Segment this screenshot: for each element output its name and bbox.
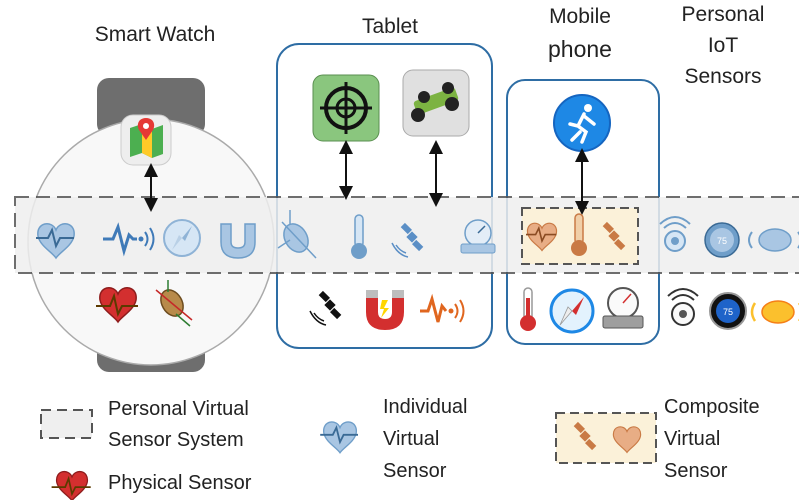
running-app-icon — [553, 94, 611, 152]
physical-tire-sensor-icon — [667, 288, 699, 326]
mobile-label-line2: phone — [548, 36, 612, 62]
thermostat-value-physical: 75 — [723, 307, 733, 317]
virtual-pulse-sensor-icon — [103, 222, 155, 257]
virtual-magnet-sensor-icon — [220, 223, 256, 259]
iot-label-line1: Personal — [681, 3, 765, 26]
smart-watch-label: Smart Watch — [94, 23, 216, 46]
maps-app-icon — [120, 114, 172, 166]
virtual-heart-sensor-icon — [36, 223, 75, 259]
virtual-thermometer-sensor-icon — [351, 214, 367, 259]
legend-composite-line2: Virtual — [664, 428, 721, 450]
virtual-scale-sensor-icon — [460, 219, 496, 254]
legend-physical-label: Physical Sensor — [108, 472, 252, 494]
virtual-tire-sensor-icon — [659, 216, 691, 252]
physical-thermostat-sensor-icon: 75 — [709, 292, 747, 330]
rc-car-app-icon — [402, 69, 470, 137]
physical-accelerometer-sensor-icon — [155, 280, 193, 327]
physical-compass-sensor-icon — [549, 288, 595, 334]
iot-label-line3: Sensors — [684, 65, 762, 88]
iot-label-line2: IoT — [707, 34, 739, 57]
physical-scale-sensor-icon — [602, 287, 644, 329]
legend-physical-heart-icon — [51, 470, 91, 500]
legend-composite-line3: Sensor — [664, 460, 728, 482]
virtual-thermostat-sensor-icon: 75 — [704, 222, 740, 258]
physical-pulse-sensor-icon — [420, 293, 465, 323]
composite-thermometer-icon — [571, 213, 587, 256]
legend-individual-virtual-icon — [320, 421, 359, 454]
virtual-accelerometer-sensor-icon — [277, 210, 317, 259]
composite-heart-icon — [525, 222, 558, 252]
physical-thermometer-sensor-icon — [520, 287, 536, 331]
virtual-compass-sensor-icon — [163, 219, 201, 257]
legend-individual-line1: Individual — [383, 396, 468, 418]
physical-heart-sensor-icon — [96, 287, 138, 323]
physical-magnet-sensor-icon — [366, 290, 404, 330]
legend-individual-line3: Sensor — [383, 460, 447, 482]
physical-car-sensor-icon — [750, 300, 799, 324]
legend-individual-line2: Virtual — [383, 428, 440, 450]
target-app-icon — [312, 74, 380, 142]
virtual-gps-sensor-icon — [391, 222, 424, 258]
legend-composite-swatch — [555, 412, 657, 464]
mobile-label-line1: Mobile — [549, 5, 611, 28]
legend-composite-line1: Composite — [664, 396, 760, 418]
physical-gps-sensor-icon — [309, 290, 342, 326]
legend-pvss-swatch — [40, 409, 93, 439]
thermostat-value-virtual: 75 — [717, 236, 727, 246]
legend-pvss-line1: Personal Virtual — [108, 398, 249, 420]
legend-pvss-line2: Sensor System — [108, 429, 244, 451]
tablet-label: Tablet — [361, 15, 419, 38]
